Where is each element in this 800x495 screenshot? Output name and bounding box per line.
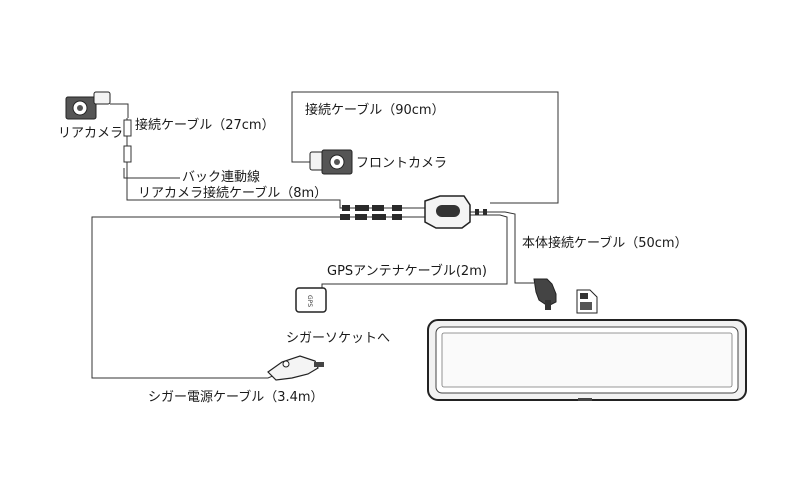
connector-7 bbox=[372, 214, 386, 220]
mirror-monitor bbox=[427, 319, 747, 401]
cigar-plug-icon bbox=[267, 355, 324, 381]
connector-1 bbox=[342, 205, 350, 211]
main-unit-plug-icon bbox=[533, 278, 557, 310]
label-main-unit-cable-50cm: 本体接続ケーブル（50cm） bbox=[522, 236, 688, 251]
gps-module-text: GPS bbox=[306, 295, 313, 307]
sd-card-icon bbox=[576, 289, 598, 314]
main-unit-cable-50cm bbox=[468, 211, 534, 284]
junction-hub bbox=[424, 195, 471, 229]
connector-8 bbox=[392, 214, 402, 220]
front-camera-cable-90cm bbox=[291, 91, 559, 204]
label-to-cigar-socket: シガーソケットへ bbox=[286, 331, 391, 346]
plug-top bbox=[123, 119, 132, 137]
cigar-power-cable bbox=[91, 216, 425, 379]
plug-bottom bbox=[123, 145, 132, 163]
connector-2 bbox=[355, 205, 369, 211]
label-connect-cable-90cm: 接続ケーブル（90cm） bbox=[305, 103, 445, 118]
gps-cable bbox=[321, 214, 508, 292]
label-gps-cable: GPSアンテナケーブル(2m) bbox=[327, 264, 487, 279]
label-connect-cable-27cm: 接続ケーブル（27cm） bbox=[135, 118, 275, 133]
connector-6 bbox=[355, 214, 367, 220]
rear-cable-plugs bbox=[123, 119, 132, 163]
front-camera-icon bbox=[309, 149, 353, 175]
label-front-camera: フロントカメラ bbox=[356, 156, 448, 171]
connector-4 bbox=[392, 205, 402, 211]
connector-10 bbox=[483, 209, 487, 215]
rear-camera-icon bbox=[65, 91, 111, 120]
connector-9 bbox=[475, 209, 479, 215]
reverse-wire-line bbox=[123, 168, 180, 179]
connector-5 bbox=[340, 214, 350, 220]
label-reverse-wire: バック連動線 bbox=[182, 170, 261, 185]
rear-camera-cable-27cm bbox=[110, 103, 345, 209]
label-rear-camera-cable-8m: リアカメラ接続ケーブル（8m） bbox=[138, 186, 328, 201]
label-rear-camera: リアカメラ bbox=[58, 126, 124, 141]
cables bbox=[91, 91, 559, 379]
connector-3 bbox=[372, 205, 384, 211]
inline-connectors bbox=[340, 205, 487, 220]
label-cigar-power-cable: シガー電源ケーブル（3.4m） bbox=[148, 390, 324, 405]
gps-module-icon: GPS bbox=[295, 287, 327, 313]
